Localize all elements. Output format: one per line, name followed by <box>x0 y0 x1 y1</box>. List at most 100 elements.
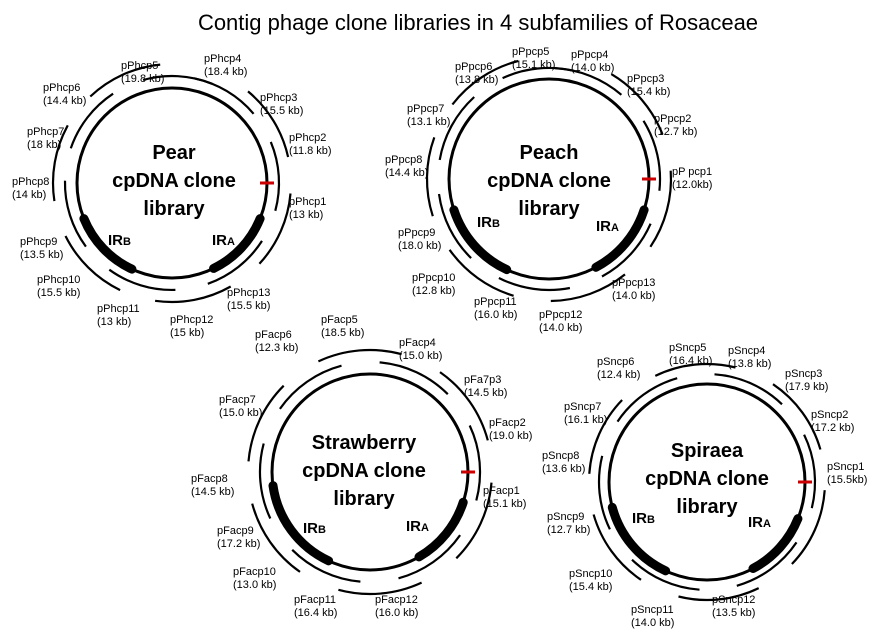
clone-arc-pfacp6 <box>338 581 423 596</box>
clone-arc-pphcp4 <box>258 193 292 265</box>
clone-label-pfacp9: pFacp9(17.2 kb) <box>217 525 260 550</box>
clone-label-pfacp6: pFacp6(12.3 kb) <box>255 329 298 354</box>
ir-a-label: IRA <box>406 518 429 535</box>
clone-arc-pppcp5 <box>601 223 652 278</box>
clone-arc-pfacp9 <box>258 443 272 519</box>
library-title-line-1: Pear <box>152 142 196 164</box>
clone-label-pfacp10: pFacp10(13.0 kb) <box>233 566 276 591</box>
clone-label-ppcp1: pP pcp1(12.0kb) <box>672 166 712 191</box>
clone-label-pfacp7: pFacp7(15.0 kb) <box>219 394 262 419</box>
clone-label-pfacp11: pFacp11(16.4 kb) <box>294 594 337 619</box>
clone-arc-pppcp13 <box>502 66 575 80</box>
inverted-repeat-a <box>414 497 468 562</box>
clone-label-pphcp6: pPhcp6(14.4 kb) <box>43 82 86 107</box>
clone-arc-pphcp2 <box>247 90 290 158</box>
clone-arc-pphcp5 <box>207 240 263 285</box>
figure-title: Contig phage clone libraries in 4 subfam… <box>198 10 758 35</box>
library-title-line-3: library <box>676 496 738 518</box>
clone-arc-psncp1 <box>714 373 783 406</box>
plasmid-rings-peach <box>425 59 673 303</box>
clone-label-ppcp2: pPpcp2(12.7 kb) <box>654 113 697 138</box>
clone-arc-pppcp4 <box>649 170 673 248</box>
clone-label-ppcp4: pPpcp4(14.0 kb) <box>571 49 614 74</box>
clone-arc-psncp10 <box>588 399 623 474</box>
clone-arc-pppcp9 <box>437 193 472 259</box>
clone-arc-pfacp7 <box>291 549 361 583</box>
clone-label-pfacp5: pFacp5(18.5 kb) <box>321 314 364 339</box>
clone-label-pphcp5: pPhcp5(19.8 kb) <box>121 60 164 85</box>
clone-arc-psncp2 <box>772 383 822 450</box>
clone-arc-pfa7p3 <box>468 425 482 501</box>
clone-arc-pphcp10 <box>51 124 69 202</box>
library-title-line-3: library <box>518 198 580 220</box>
inverted-repeat-b <box>449 205 512 275</box>
clone-label-psncp9: pSncp9(12.7 kb) <box>547 511 590 536</box>
clone-arc-pppcp12 <box>451 59 519 106</box>
library-title-line-3: library <box>333 488 395 510</box>
clone-label-pphcp9: pPhcp9(13.5 kb) <box>20 236 63 261</box>
library-spiraea: Spiraea cpDNA clone library IRB IRA pSnc… <box>542 342 867 629</box>
clone-label-pphcp2: pPhcp2(11.8 kb) <box>289 132 332 157</box>
clone-label-ppcp8: pPpcp8(14.4 kb) <box>385 154 428 179</box>
clone-label-pphcp1: pPhcp1(13 kb) <box>289 196 326 221</box>
ir-b-label: IRB <box>303 520 326 537</box>
clone-arc-pppcp10 <box>425 137 436 217</box>
inverted-repeat-b <box>79 214 137 274</box>
clone-label-ppcp9: pPpcp9(18.0 kb) <box>398 227 441 252</box>
plasmid-rings-pear <box>51 63 292 304</box>
clone-label-pfacp3: pFa7p3(14.5 kb) <box>464 374 507 399</box>
clone-label-pphcp3: pPhcp3(15.5 kb) <box>260 92 303 117</box>
clone-arc-pfacp1 <box>379 361 449 395</box>
clone-arc-psncp9 <box>597 455 611 530</box>
clone-label-psncp1: pSncp1(15.5kb) <box>827 461 867 486</box>
library-title-line-1: Peach <box>520 142 579 164</box>
clone-label-ppcp11: pPpcp11(16.0 kb) <box>474 296 517 321</box>
clone-arc-psncp12 <box>654 362 736 377</box>
clone-arc-pfacp8 <box>251 503 301 573</box>
clone-label-psncp3: pSncp3(17.9 kb) <box>785 368 828 393</box>
clone-arc-pphcp13 <box>142 74 213 85</box>
clone-arc-pphcp6 <box>154 285 232 304</box>
clone-arc-pphcp3 <box>269 141 281 212</box>
clone-label-psncp5: pSncp5(16.4 kb) <box>669 342 712 367</box>
clone-label-psncp11: pSncp11(14.0 kb) <box>631 604 674 629</box>
clone-arc-pphcp1 <box>193 77 255 115</box>
clone-arc-pphcp8 <box>64 235 121 292</box>
inverted-repeat-a <box>748 514 803 573</box>
clone-label-psncp2: pSncp2(17.2 kb) <box>811 409 854 434</box>
inverted-repeat-a <box>209 214 265 273</box>
clone-label-ppcp6: pPpcp6(13.8 kb) <box>455 61 498 86</box>
library-title-line-2: cpDNA clone <box>302 460 426 482</box>
clone-label-psncp7: pSncp7(16.1 kb) <box>564 401 607 426</box>
ir-a-label: IRA <box>748 514 771 531</box>
clone-arc-pfacp12 <box>317 348 402 363</box>
clone-arc-pphcp7 <box>108 268 176 292</box>
library-title-line-2: cpDNA clone <box>645 468 769 490</box>
library-pear: Pear cpDNA clone library IRB IRA pPhcp1(… <box>12 53 332 339</box>
ir-b-label: IRB <box>477 214 500 231</box>
clone-arc-pppcp8 <box>448 249 514 297</box>
clone-label-psncp6: pSncp6(12.4 kb) <box>597 356 640 381</box>
library-title-line-2: cpDNA clone <box>112 170 236 192</box>
clone-label-pphcp8: pPhcp8(14 kb) <box>12 176 49 201</box>
clone-arc-pphcp11 <box>69 92 114 149</box>
library-title-line-1: Spiraea <box>671 440 744 462</box>
clone-arc-pppcp2 <box>610 73 664 135</box>
inverted-repeat-b <box>607 502 671 576</box>
library-strawberry: Strawberry cpDNA clone library IRB IRA p… <box>191 314 532 619</box>
plasmid-rings-strawberry <box>247 348 493 596</box>
clone-arc-pfacp2 <box>439 371 489 441</box>
clone-label-psncp8: pSncp8(13.6 kb) <box>542 450 585 475</box>
clone-arc-pppcp11 <box>438 96 475 161</box>
clone-arc-psncp8 <box>592 514 642 581</box>
clone-label-pphcp11: pPhcp11(13 kb) <box>97 303 140 328</box>
library-title-line-1: Strawberry <box>312 432 417 454</box>
clone-label-ppcp12: pPpcp12(14.0 kb) <box>539 309 582 334</box>
ir-a-label: IRA <box>596 218 619 235</box>
clone-arc-pppcp6 <box>550 273 626 303</box>
clone-label-ppcp10: pPpcp10(12.8 kb) <box>412 272 455 297</box>
clone-label-pfacp2: pFacp2(19.0 kb) <box>489 417 532 442</box>
clone-label-psncp12: pSncp12(13.5 kb) <box>712 594 755 619</box>
clone-label-pphcp7: pPhcp7(18 kb) <box>27 126 64 151</box>
